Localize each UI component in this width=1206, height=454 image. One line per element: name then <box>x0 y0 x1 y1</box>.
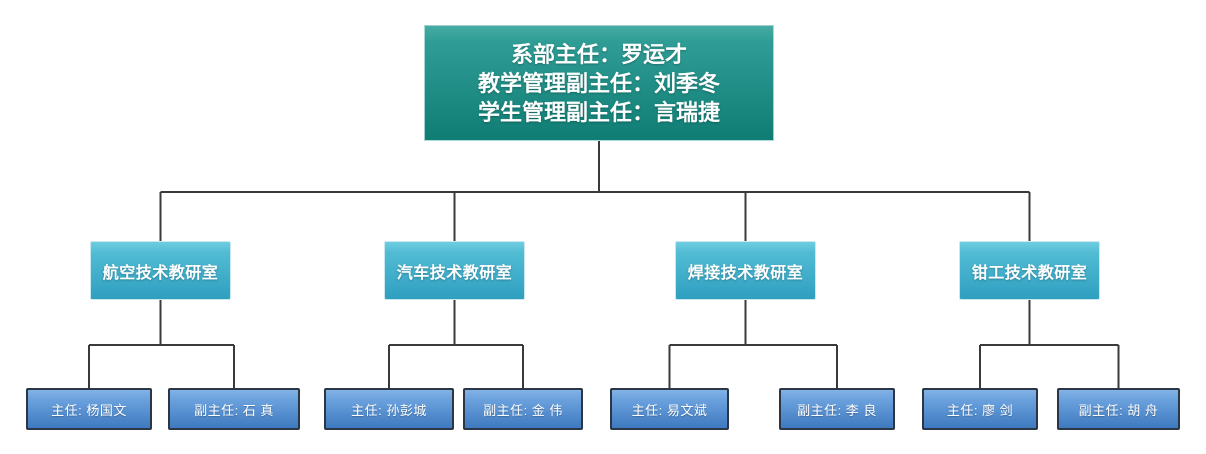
dept-label: 汽车技术教研室 <box>396 264 513 282</box>
leader-node-automotive-deputy[interactable]: 副主任: 金 伟 <box>463 388 583 430</box>
leader-node-aviation-deputy[interactable]: 副主任: 石 真 <box>168 388 300 430</box>
leader-label: 主任: 孙彭城 <box>351 402 427 418</box>
dept-label: 焊接技术教研室 <box>687 264 804 282</box>
leader-label: 副主任: 李 良 <box>797 402 877 418</box>
leader-label: 主任: 杨国文 <box>51 402 127 418</box>
leader-label: 副主任: 胡 舟 <box>1078 402 1159 418</box>
leader-label: 副主任: 石 真 <box>194 402 274 418</box>
dept-node-welding[interactable]: 焊接技术教研室 <box>675 241 816 300</box>
leader-node-fitter-deputy[interactable]: 副主任: 胡 舟 <box>1057 388 1180 430</box>
root-line-teaching-deputy: 教学管理副主任：刘季冬 <box>477 70 720 96</box>
dept-label: 钳工技术教研室 <box>971 264 1088 282</box>
dept-label: 航空技术教研室 <box>102 264 219 282</box>
leader-node-welding-director[interactable]: 主任: 易文斌 <box>610 388 729 430</box>
root-line-student-deputy: 学生管理副主任：言瑞捷 <box>477 99 720 125</box>
leader-node-welding-deputy[interactable]: 副主任: 李 良 <box>779 388 895 430</box>
root-node-department-head[interactable]: 系部主任：罗运才 教学管理副主任：刘季冬 学生管理副主任：言瑞捷 <box>424 25 774 141</box>
leader-label: 副主任: 金 伟 <box>483 402 563 418</box>
root-line-director: 系部主任：罗运才 <box>510 41 687 67</box>
leader-label: 主任: 易文斌 <box>631 402 708 418</box>
leader-node-automotive-director[interactable]: 主任: 孙彭城 <box>324 388 454 430</box>
leader-node-fitter-director[interactable]: 主任: 廖 剑 <box>922 388 1038 430</box>
leader-label: 主任: 廖 剑 <box>946 402 1014 418</box>
dept-node-fitter[interactable]: 钳工技术教研室 <box>959 241 1100 300</box>
dept-node-automotive[interactable]: 汽车技术教研室 <box>384 241 525 300</box>
dept-node-aviation[interactable]: 航空技术教研室 <box>90 241 231 300</box>
leader-node-aviation-director[interactable]: 主任: 杨国文 <box>26 388 152 430</box>
